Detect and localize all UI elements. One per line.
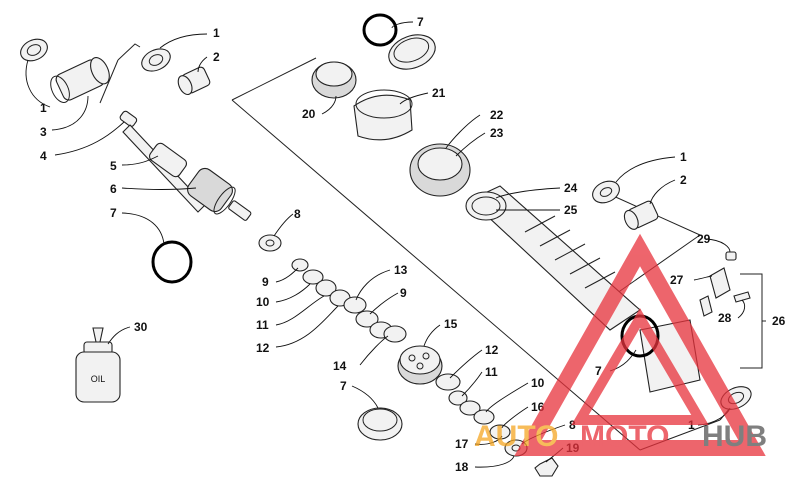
callout-15: 15 — [444, 317, 458, 331]
callout-11a: 11 — [256, 318, 269, 332]
top-seal-group — [311, 13, 471, 197]
watermark: AUTO MOTO HUB — [474, 233, 767, 456]
callout-23: 23 — [490, 126, 504, 140]
callout-3: 3 — [40, 125, 47, 139]
nut-19 — [534, 457, 559, 477]
callout-5: 5 — [110, 159, 117, 173]
wear-band-7b — [357, 407, 403, 441]
callout-26: 26 — [772, 314, 786, 328]
callout-7d: 7 — [595, 364, 602, 378]
callout-21: 21 — [432, 86, 446, 100]
callout-28: 28 — [718, 311, 732, 325]
leader-lines — [25, 21, 766, 468]
oil-label: OIL — [91, 374, 106, 384]
watermark-text-auto: AUTO — [474, 420, 558, 453]
callout-2a: 2 — [213, 50, 220, 64]
callout-6: 6 — [110, 182, 117, 196]
bushing-group-left — [20, 38, 211, 103]
callout-27: 27 — [670, 273, 684, 287]
piston-15 — [397, 345, 443, 385]
screw-29 — [725, 251, 737, 261]
bearing-3 — [50, 57, 110, 103]
callout-29: 29 — [697, 232, 711, 246]
callout-4: 4 — [40, 149, 47, 163]
shaft-assembly — [119, 110, 252, 221]
band-7c — [388, 34, 436, 70]
bushing-group-right — [592, 180, 659, 230]
cap-21 — [353, 89, 413, 141]
callout-1b: 1 — [40, 101, 47, 115]
shock-body-24 — [465, 185, 641, 331]
callout-7a: 7 — [110, 206, 117, 220]
callout-10b: 10 — [531, 376, 545, 390]
callout-7c: 7 — [417, 15, 424, 29]
callout-8a: 8 — [294, 207, 301, 221]
callout-17: 17 — [455, 437, 469, 451]
callout-7b: 7 — [340, 379, 347, 393]
callout-13: 13 — [394, 263, 408, 277]
spacer-2b — [623, 200, 659, 230]
callout-12b: 12 — [485, 343, 499, 357]
body-ribs — [524, 215, 616, 289]
callout-2b: 2 — [680, 173, 687, 187]
watermark-triangle-icon — [514, 233, 766, 456]
rod-guide-6 — [187, 167, 236, 215]
callout-18: 18 — [455, 460, 469, 474]
bushing-1c — [592, 180, 620, 204]
shim-stack-left — [258, 234, 407, 343]
valve-27 — [709, 267, 731, 299]
watermark-text-hub: HUB — [702, 420, 767, 453]
callout-12a: 12 — [256, 341, 270, 355]
callout-24: 24 — [564, 181, 578, 195]
seal-head-20 — [311, 61, 357, 99]
callout-30: 30 — [134, 320, 148, 334]
spacer-2a — [177, 66, 211, 96]
o-ring-7a — [151, 240, 193, 284]
callout-labels: 1 2 1 3 4 5 6 7 8 9 10 11 12 13 9 14 15 … — [40, 15, 786, 474]
callout-9a: 9 — [262, 275, 269, 289]
callout-10a: 10 — [256, 295, 270, 309]
pin-28 — [733, 291, 751, 303]
callout-11b: 11 — [485, 365, 498, 379]
valve-assembly-26 — [699, 251, 763, 369]
callout-22: 22 — [490, 108, 504, 122]
shaft-end-4 — [119, 110, 138, 127]
callout-20: 20 — [302, 107, 316, 121]
o-ring-7c — [362, 13, 398, 47]
callout-25: 25 — [564, 203, 578, 217]
rod-thread — [228, 200, 252, 221]
callout-1c: 1 — [680, 150, 687, 164]
callout-14: 14 — [333, 359, 347, 373]
rod-collar-5 — [148, 142, 188, 178]
spring-adjuster-22-23 — [409, 143, 471, 197]
callout-1a: 1 — [213, 26, 220, 40]
watermark-text-moto: MOTO — [580, 420, 669, 453]
bushing-1a — [20, 38, 48, 62]
oil-bottle-30: OIL — [75, 327, 121, 403]
bushing-1b — [141, 48, 171, 72]
callout-9b: 9 — [400, 286, 407, 300]
